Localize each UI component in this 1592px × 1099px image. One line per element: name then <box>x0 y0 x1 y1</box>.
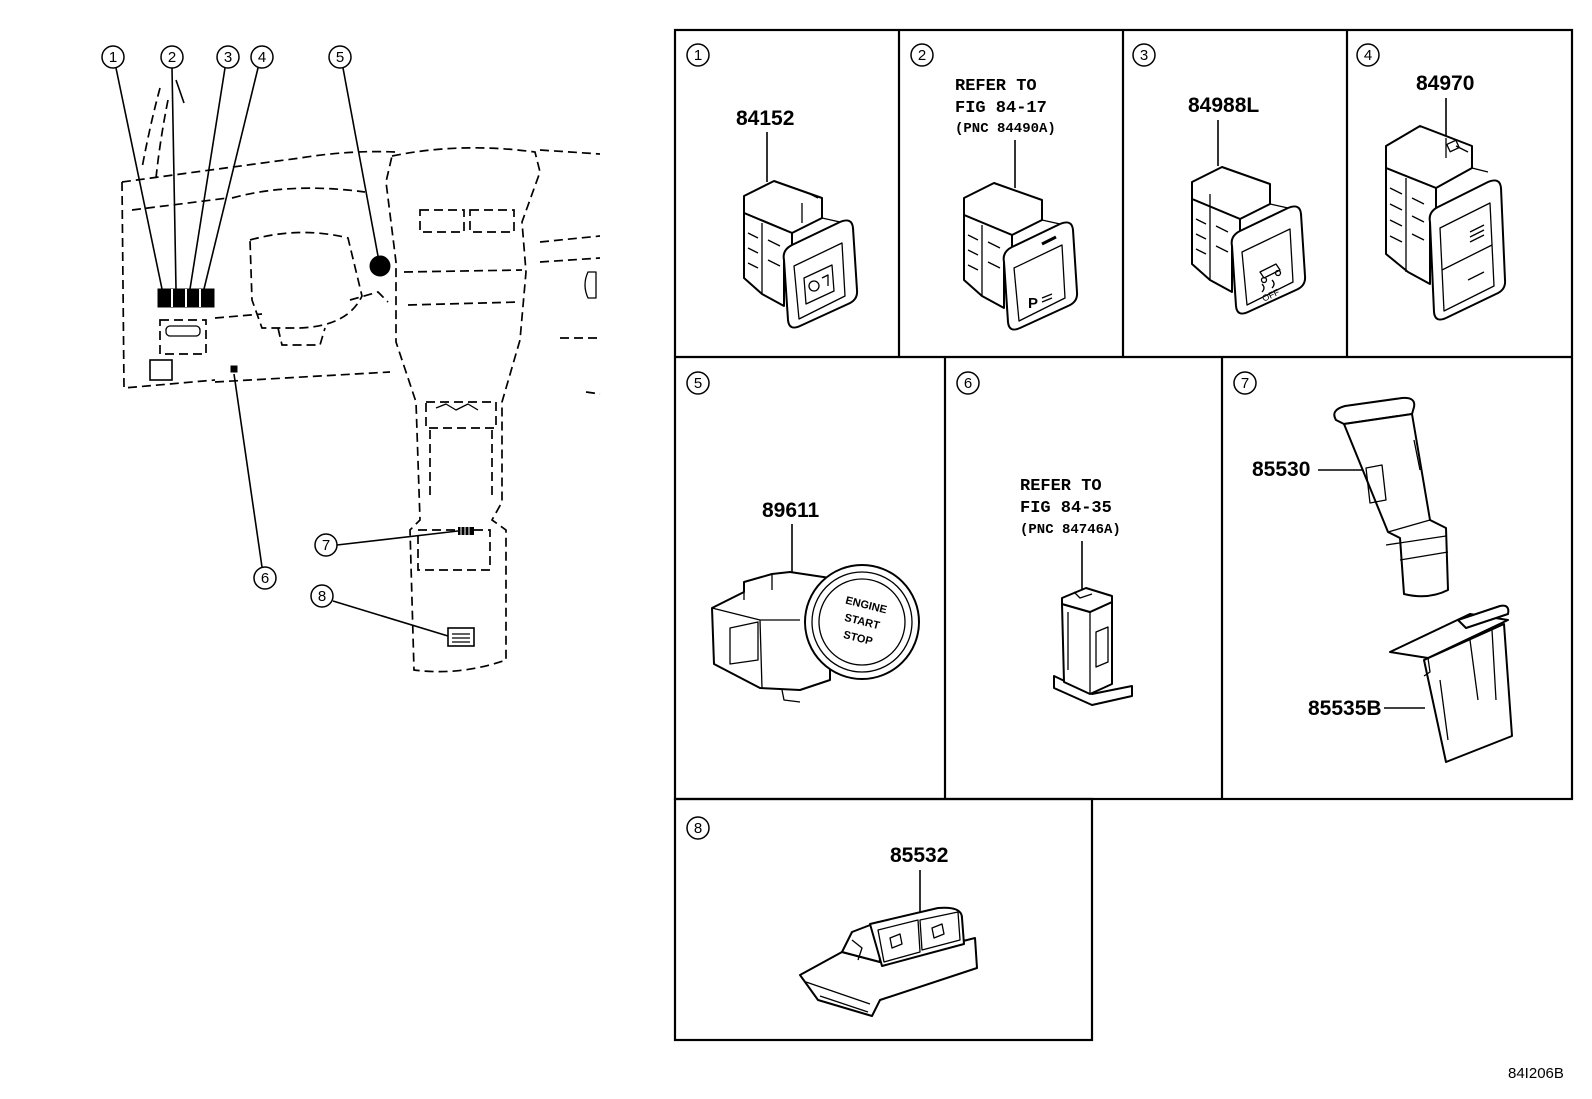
refer-line-2: FIG 84-35 <box>1020 499 1112 518</box>
part-number-label: 84970 <box>1416 72 1474 95</box>
svg-text:8: 8 <box>318 588 326 605</box>
overview-callout-8: 8 <box>310 584 334 608</box>
part-84152-switch <box>743 180 859 329</box>
location-overview: 1 2 3 4 5 6 7 8 <box>101 45 601 673</box>
refer-line-2: FIG 84-17 <box>955 99 1047 118</box>
cell-number-3: 3 <box>1132 43 1156 67</box>
overview-callout-5: 5 <box>328 45 352 69</box>
cell-number-8: 8 <box>686 816 710 840</box>
item-7-location <box>458 527 474 535</box>
parking-icon: P <box>1028 295 1038 312</box>
overview-callout-1: 1 <box>101 45 125 69</box>
svg-text:3: 3 <box>1140 47 1148 64</box>
svg-text:6: 6 <box>964 375 972 392</box>
part-84746a-connector <box>1053 587 1133 706</box>
overview-callout-4: 4 <box>250 45 274 69</box>
svg-text:4: 4 <box>1364 47 1372 64</box>
part-number-label: 84152 <box>736 107 794 130</box>
svg-text:5: 5 <box>694 375 702 392</box>
cell-8: 8 85532 <box>686 816 978 1017</box>
refer-pnc: (PNC 84490A) <box>955 121 1056 137</box>
cell-2: 2 REFER TO FIG 84-17 (PNC 84490A) P <box>910 43 1079 331</box>
item-8-location <box>447 627 475 647</box>
part-number-label: 89611 <box>762 499 820 522</box>
switch-cluster <box>157 288 215 308</box>
part-85530-socket <box>1333 396 1449 598</box>
overview-callout-2: 2 <box>160 45 184 69</box>
cell-6: 6 REFER TO FIG 84-35 (PNC 84746A) <box>956 371 1133 706</box>
svg-text:3: 3 <box>224 49 232 66</box>
diagram-code: 84I206B <box>1508 1065 1564 1082</box>
start-button-location <box>369 255 391 277</box>
cell-1: 1 84152 <box>686 43 859 329</box>
svg-text:4: 4 <box>258 49 266 66</box>
part-85535b-holder <box>1389 604 1513 763</box>
svg-text:7: 7 <box>322 537 330 554</box>
part-number-label: 84988L <box>1188 94 1259 117</box>
svg-text:7: 7 <box>1241 375 1249 392</box>
cell-number-7: 7 <box>1233 371 1257 395</box>
overview-callout-6: 6 <box>253 566 277 590</box>
svg-text:1: 1 <box>109 49 117 66</box>
overview-callout-7: 7 <box>314 533 338 557</box>
refer-line-1: REFER TO <box>955 77 1037 96</box>
overview-callout-3: 3 <box>216 45 240 69</box>
cell-5: 5 89611 ENGINE START STOP <box>686 371 920 703</box>
svg-text:6: 6 <box>261 570 269 587</box>
svg-text:2: 2 <box>918 47 926 64</box>
part-number-label: 85532 <box>890 844 948 867</box>
cell-number-5: 5 <box>686 371 710 395</box>
svg-text:8: 8 <box>694 820 702 837</box>
svg-text:2: 2 <box>168 49 176 66</box>
cell-number-2: 2 <box>910 43 934 67</box>
cell-number-6: 6 <box>956 371 980 395</box>
cell-number-4: 4 <box>1356 43 1380 67</box>
item-6-location <box>230 365 238 373</box>
parts-grid <box>673 28 1574 1042</box>
part-84490a-switch: P <box>963 182 1079 331</box>
engine-start-stop-button: ENGINE START STOP <box>711 564 920 703</box>
part-85532-switch <box>799 906 978 1017</box>
traction-off-icon <box>1259 263 1282 293</box>
svg-text:5: 5 <box>336 49 344 66</box>
cell-number-1: 1 <box>686 43 710 67</box>
part-number-label: 85530 <box>1252 458 1310 481</box>
svg-text:1: 1 <box>694 47 702 64</box>
refer-line-1: REFER TO <box>1020 477 1102 496</box>
part-84988l-switch: OFF <box>1191 166 1307 315</box>
part-number-label: 85535B <box>1308 697 1382 720</box>
cell-4: 4 84970 <box>1356 43 1507 321</box>
cell-7: 7 85530 85535B <box>1233 371 1513 763</box>
part-84970-switch <box>1385 125 1507 321</box>
refer-pnc: (PNC 84746A) <box>1020 522 1121 538</box>
cell-3: 3 84988L OFF <box>1132 43 1307 315</box>
